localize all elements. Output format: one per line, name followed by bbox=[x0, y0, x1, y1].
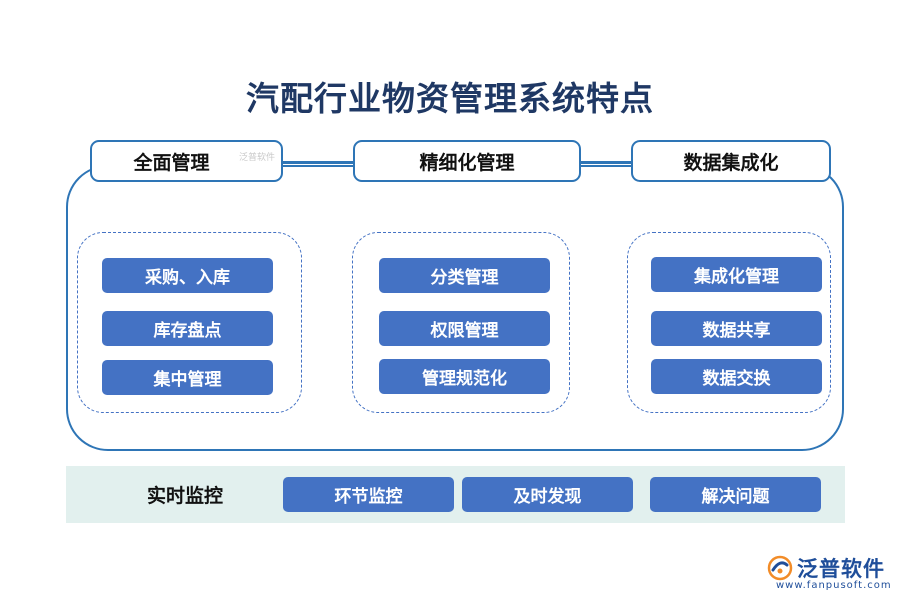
monitoring-item-stage-monitoring: 环节监控 bbox=[283, 477, 454, 512]
header-label: 全面管理 bbox=[133, 151, 210, 174]
item-purchase-inbound: 采购、入库 bbox=[102, 258, 273, 293]
header-label: 精细化管理 bbox=[419, 151, 515, 174]
header-comprehensive-management: 全面管理 泛普软件 bbox=[90, 140, 283, 182]
brand-url: www.fanpusoft.com bbox=[776, 580, 892, 591]
fanpu-logo-icon bbox=[767, 555, 793, 581]
header-data-integration: 数据集成化 bbox=[631, 140, 831, 182]
header-label: 数据集成化 bbox=[683, 151, 779, 174]
item-category-management: 分类管理 bbox=[379, 258, 550, 293]
item-inventory-count: 库存盘点 bbox=[102, 311, 273, 346]
item-centralized-management: 集中管理 bbox=[102, 360, 273, 395]
group-refined-management bbox=[352, 232, 570, 413]
monitoring-item-timely-detection: 及时发现 bbox=[462, 477, 633, 512]
connector-line bbox=[282, 161, 354, 164]
brand-name: 泛普软件 bbox=[797, 557, 885, 581]
diagram-title: 汽配行业物资管理系统特点 bbox=[246, 79, 654, 118]
item-permission-management: 权限管理 bbox=[379, 311, 550, 346]
item-integrated-management: 集成化管理 bbox=[651, 257, 822, 292]
group-data-integration bbox=[627, 232, 831, 413]
monitoring-item-problem-solving: 解决问题 bbox=[650, 477, 821, 512]
item-data-sharing: 数据共享 bbox=[651, 311, 822, 346]
connector-line bbox=[580, 161, 632, 164]
header-refined-management: 精细化管理 bbox=[353, 140, 581, 182]
monitoring-label: 实时监控 bbox=[146, 485, 223, 507]
brand-logo: 泛普软件 bbox=[767, 553, 885, 583]
group-comprehensive-management bbox=[77, 232, 302, 413]
item-management-standardization: 管理规范化 bbox=[379, 359, 550, 394]
item-data-exchange: 数据交换 bbox=[651, 359, 822, 394]
watermark-text: 泛普软件 bbox=[238, 153, 275, 163]
